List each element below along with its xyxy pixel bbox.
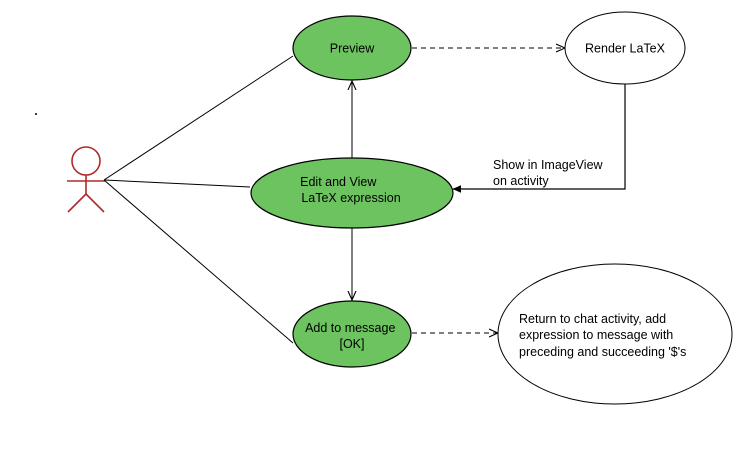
return-label-line-3: preceding and succeeding '$'s <box>519 345 686 359</box>
render-label: Render LaTeX <box>585 42 666 56</box>
render-label-line: Render LaTeX <box>585 42 666 56</box>
return-label: Return to chat activity, add expression … <box>519 312 686 359</box>
return-ellipse <box>497 263 733 405</box>
render-ellipse <box>564 11 686 85</box>
actor-to-edit-line <box>103 179 251 188</box>
show-label-line-1: Show in ImageView <box>493 158 604 172</box>
use-case-edit-view: Edit and View LaTeX expression <box>250 157 454 229</box>
use-case-add-to-message: Add to message [OK] <box>292 300 412 368</box>
preview-label-line: Preview <box>330 42 375 56</box>
edit-label-line-2: LaTeX expression <box>301 191 400 205</box>
use-case-preview: Preview <box>292 15 412 81</box>
node-return-to-chat: Return to chat activity, add expression … <box>497 263 733 405</box>
render-to-edit-arrow <box>453 84 626 189</box>
node-render-latex: Render LaTeX <box>564 11 686 85</box>
add-label-line-1: Add to message <box>305 321 395 335</box>
actor-to-add-line <box>103 179 294 344</box>
actor-left-leg <box>67 193 87 213</box>
return-label-line-1: Return to chat activity, add <box>519 312 666 326</box>
edit-label-line-1: Edit and View <box>300 175 377 189</box>
show-label-line-2: on activity <box>493 174 549 188</box>
add-ellipse <box>292 300 412 368</box>
actor-right-leg <box>85 193 105 213</box>
edit-ellipse <box>250 157 454 229</box>
add-label-line-2: [OK] <box>339 337 364 351</box>
edit-label: Edit and View LaTeX expression <box>300 175 401 205</box>
preview-ellipse <box>292 15 412 81</box>
preview-label: Preview <box>330 42 375 56</box>
actor-head <box>71 146 101 176</box>
return-label-line-2: expression to message with <box>519 328 673 342</box>
stray-dot <box>35 113 37 115</box>
actor-stick-figure-icon <box>67 146 105 213</box>
actor-to-preview-line <box>103 55 294 181</box>
show-in-imageview-label: Show in ImageView on activity <box>493 158 606 188</box>
add-label: Add to message [OK] <box>305 321 399 351</box>
